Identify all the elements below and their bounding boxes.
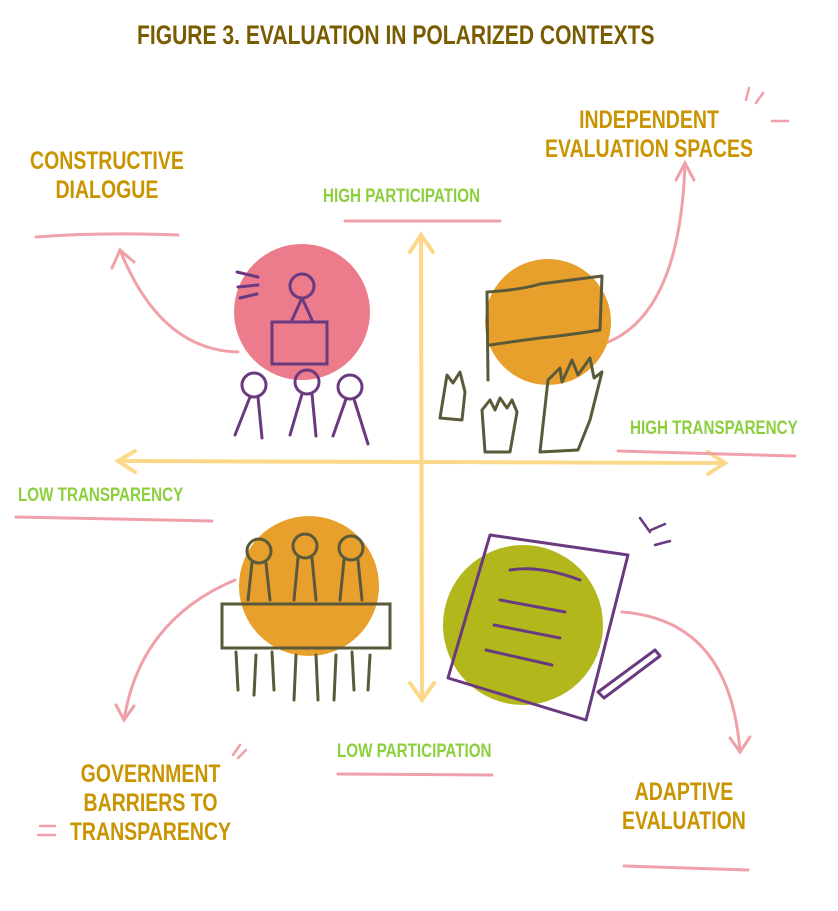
label-line: transparency bbox=[70, 817, 232, 846]
vertical-axis bbox=[419, 233, 424, 702]
label-line: barriers to bbox=[83, 788, 218, 817]
axes bbox=[114, 231, 729, 704]
label-line: Government bbox=[80, 760, 221, 788]
olive-circle bbox=[443, 545, 603, 705]
label-line: dialogue bbox=[55, 175, 159, 204]
dialogue-icon bbox=[233, 270, 370, 446]
quadrant-label-independent-evaluation-spaces: Independent evaluation spaces bbox=[545, 106, 753, 164]
document-pen-icon bbox=[446, 533, 662, 722]
label-line: evaluation spaces bbox=[545, 134, 754, 163]
axis-label-low-participation: Low participation bbox=[337, 741, 492, 762]
figure-title: Figure 3. Evaluation in polarized contex… bbox=[137, 20, 655, 50]
flag-hands-icon bbox=[438, 274, 604, 454]
government-icon bbox=[220, 532, 392, 702]
underlines bbox=[14, 219, 797, 872]
label-line: Independent bbox=[579, 106, 719, 134]
quadrant-label-constructive-dialogue: Constructive dialogue bbox=[30, 147, 184, 205]
quadrant-label-adaptive-evaluation: Adaptive evaluation bbox=[622, 778, 746, 836]
label-line: evaluation bbox=[622, 806, 746, 835]
pink-circle bbox=[234, 244, 370, 380]
label-line: Adaptive bbox=[634, 778, 734, 806]
quadrant-label-government-barriers: Government barriers to transparency bbox=[70, 760, 231, 846]
connector-arrows bbox=[110, 159, 752, 755]
label-line: Constructive bbox=[30, 147, 184, 175]
axis-label-high-transparency: High transparency bbox=[630, 418, 798, 439]
orange-circle-bottom bbox=[239, 516, 379, 656]
axis-label-low-transparency: Low transparency bbox=[18, 485, 184, 506]
axis-label-high-participation: High participation bbox=[323, 186, 481, 207]
horizontal-axis bbox=[116, 459, 727, 465]
